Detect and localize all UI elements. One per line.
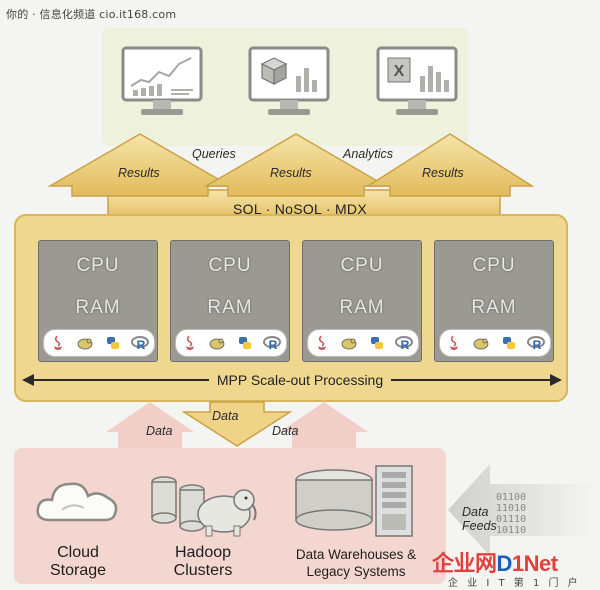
data-label-left: Data (146, 424, 172, 438)
data-feeds-bits: 01100 11010 01110 10110 (496, 492, 556, 536)
data-warehouse-icon (292, 462, 420, 542)
hadoop-cluster-icon (148, 472, 264, 542)
data-label-right: Data (272, 424, 298, 438)
data-label-center: Data (212, 409, 238, 423)
cloud-storage-icon (32, 470, 124, 530)
cloud-storage-label: Cloud Storage (30, 544, 126, 580)
brand-tagline: 企 业 I T 第 1 门 户 (448, 574, 581, 589)
data-warehouses-label: Data Warehouses & Legacy Systems (276, 546, 436, 580)
hadoop-clusters-label: Hadoop Clusters (158, 544, 248, 580)
data-feeds-label: Data Feeds (462, 505, 498, 533)
